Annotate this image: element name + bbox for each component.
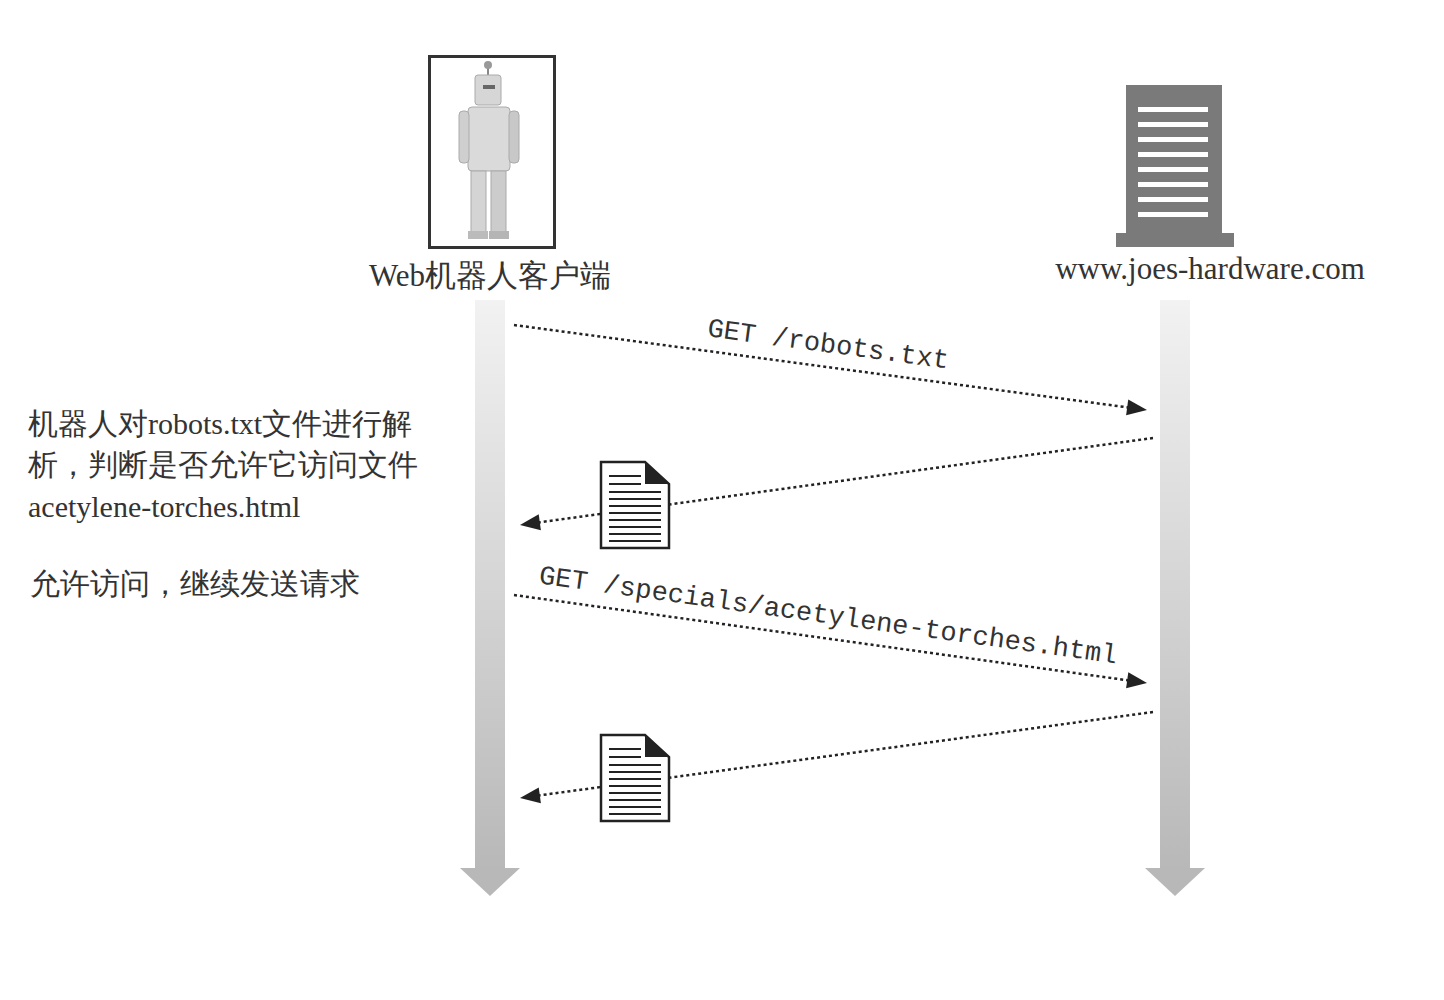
server-icon (1116, 85, 1234, 247)
note-text: 机器人对robots.txt文件进行解析，判断是否允许它访问文件acetylen… (28, 403, 458, 527)
client-lifeline (460, 300, 520, 896)
note-text: 允许访问，继续发送请求 (30, 563, 460, 604)
document-icon (601, 462, 669, 548)
arrow-label: GET /robots.txt (703, 315, 952, 377)
document-icon (601, 735, 669, 821)
node-label: www.joes-hardware.com (1020, 251, 1400, 287)
robot-figure (428, 55, 556, 249)
node-label: Web机器人客户端 (330, 255, 650, 297)
server-lifeline (1145, 300, 1205, 896)
arrow-label: GET /specials/acetylene-torches.html (535, 562, 1121, 672)
